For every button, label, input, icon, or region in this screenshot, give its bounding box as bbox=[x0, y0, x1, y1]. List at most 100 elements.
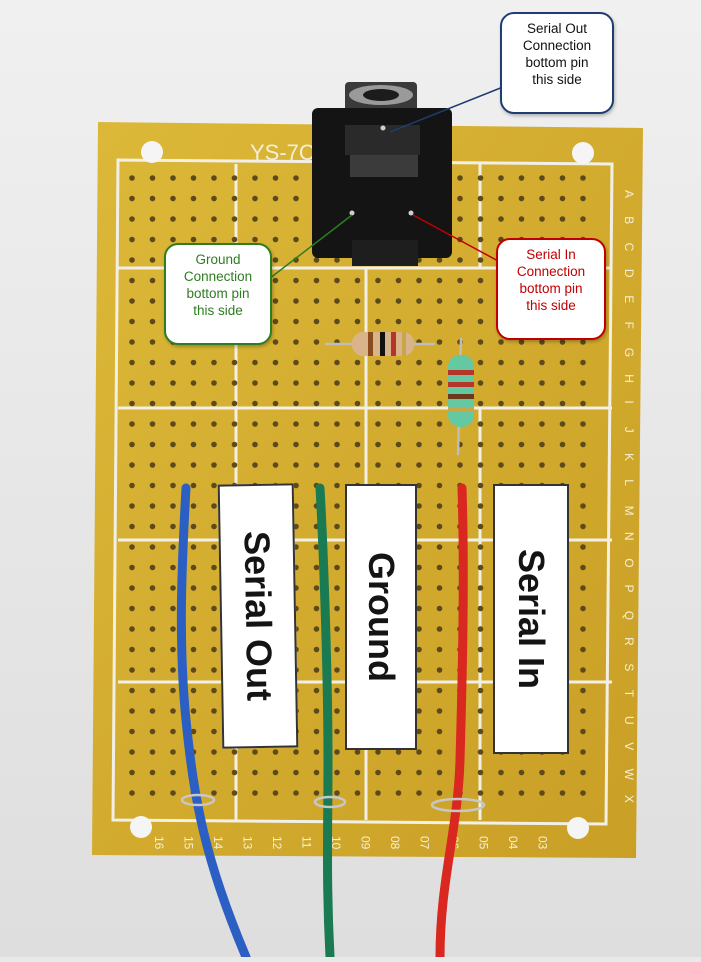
row-letter: X bbox=[622, 795, 636, 803]
board-hole bbox=[477, 687, 484, 694]
column-number: 12 bbox=[270, 836, 284, 850]
board-hole bbox=[272, 359, 279, 366]
board-hole bbox=[498, 339, 504, 345]
row-letter: V bbox=[622, 742, 636, 750]
board-hole bbox=[129, 605, 135, 612]
board-hole bbox=[498, 441, 504, 448]
board-hole bbox=[211, 626, 217, 632]
resistor-horizontal bbox=[325, 332, 435, 356]
callout-line: this side bbox=[532, 72, 582, 87]
board-hole bbox=[559, 400, 566, 407]
mount-hole bbox=[567, 817, 589, 839]
board-hole bbox=[477, 585, 484, 591]
row-letter: J bbox=[622, 427, 636, 433]
board-hole bbox=[149, 339, 156, 345]
board-hole bbox=[436, 749, 443, 755]
board-hole bbox=[354, 421, 361, 427]
row-letter: K bbox=[622, 453, 636, 461]
board-hole bbox=[129, 318, 135, 325]
mount-hole bbox=[130, 816, 152, 838]
board-hole bbox=[190, 687, 197, 694]
board-hole bbox=[457, 216, 463, 222]
board-hole bbox=[580, 564, 586, 571]
board-hole bbox=[190, 605, 197, 612]
board-hole bbox=[293, 175, 299, 181]
board-hole bbox=[436, 400, 443, 407]
board-hole bbox=[477, 667, 484, 673]
board-hole bbox=[313, 646, 320, 653]
board-hole bbox=[293, 400, 299, 407]
callout-line: this side bbox=[193, 303, 243, 318]
board-hole bbox=[129, 195, 135, 202]
row-letter: A bbox=[622, 190, 636, 198]
board-hole bbox=[334, 257, 340, 263]
board-hole bbox=[129, 462, 135, 468]
board-hole bbox=[313, 749, 320, 755]
board-hole bbox=[231, 175, 238, 181]
board-hole bbox=[375, 359, 381, 366]
board-hole bbox=[149, 441, 156, 448]
board-hole bbox=[334, 380, 340, 386]
board-hole bbox=[539, 175, 545, 181]
board-hole bbox=[580, 400, 586, 407]
column-number: 15 bbox=[182, 836, 196, 850]
board-hole bbox=[498, 790, 504, 796]
board-hole bbox=[580, 646, 586, 653]
board-hole bbox=[170, 503, 176, 509]
board-hole bbox=[436, 626, 443, 632]
board-hole bbox=[272, 441, 279, 448]
board-hole bbox=[129, 441, 135, 448]
board-hole bbox=[313, 400, 320, 407]
row-letter: H bbox=[622, 374, 636, 383]
board-hole bbox=[395, 318, 402, 325]
board-hole bbox=[293, 421, 299, 427]
board-hole bbox=[436, 790, 443, 796]
board-hole bbox=[211, 236, 217, 243]
board-hole bbox=[293, 441, 299, 448]
column-number: 10 bbox=[329, 836, 343, 850]
board-hole bbox=[293, 216, 299, 222]
board-hole bbox=[211, 790, 217, 796]
board-hole bbox=[252, 769, 258, 776]
serial-out-callout: Serial Out Connection bottom pin this si… bbox=[500, 12, 614, 114]
callout-line: Connection bbox=[183, 269, 253, 284]
board-hole bbox=[170, 769, 176, 776]
row-letter: E bbox=[622, 295, 636, 303]
board-hole bbox=[518, 380, 525, 386]
board-hole bbox=[477, 400, 484, 407]
board-hole bbox=[149, 667, 156, 673]
column-number: 14 bbox=[211, 836, 225, 850]
board-hole bbox=[518, 339, 525, 345]
board-hole bbox=[231, 790, 238, 796]
column-number: 05 bbox=[477, 836, 491, 850]
board-hole bbox=[375, 769, 381, 776]
board-hole bbox=[313, 380, 320, 386]
board-hole bbox=[252, 236, 258, 243]
board-hole bbox=[539, 339, 545, 345]
board-hole bbox=[436, 441, 443, 448]
board-hole bbox=[272, 216, 279, 222]
board-hole bbox=[416, 277, 422, 284]
board-hole bbox=[170, 421, 176, 427]
board-hole bbox=[190, 421, 197, 427]
board-hole bbox=[354, 462, 361, 468]
board-hole bbox=[477, 257, 484, 263]
board-hole bbox=[149, 544, 156, 550]
board-hole bbox=[231, 769, 238, 776]
board-hole bbox=[436, 667, 443, 673]
board-hole bbox=[190, 195, 197, 202]
board-hole bbox=[211, 749, 217, 755]
board-hole bbox=[190, 441, 197, 448]
board-hole bbox=[170, 585, 176, 591]
board-hole bbox=[170, 523, 176, 530]
board-hole bbox=[149, 585, 156, 591]
board-hole bbox=[313, 605, 320, 612]
board-hole bbox=[334, 646, 340, 653]
board-hole bbox=[231, 749, 238, 755]
board-hole bbox=[395, 790, 402, 796]
board-hole bbox=[190, 564, 197, 571]
board-hole bbox=[477, 626, 484, 632]
board-hole bbox=[149, 687, 156, 694]
board-hole bbox=[129, 523, 135, 530]
board-hole bbox=[211, 175, 217, 181]
